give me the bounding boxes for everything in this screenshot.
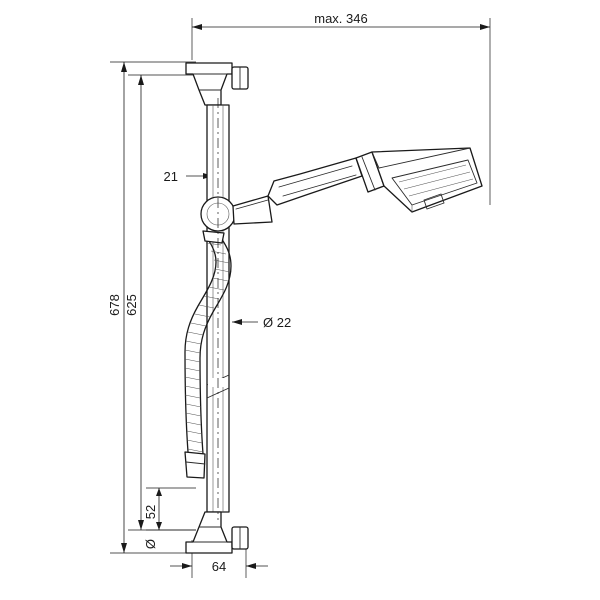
shower-hose xyxy=(184,230,232,479)
label-base-width: 64 xyxy=(212,559,226,574)
label-lower-diameter: Ø xyxy=(143,539,158,549)
upper-wall-bracket xyxy=(185,62,249,106)
label-lower-offset: 52 xyxy=(143,505,158,519)
dimension-bracket-offset: 21 xyxy=(164,169,214,205)
rail-slider-holder xyxy=(200,195,273,232)
label-rail-diameter: Ø 22 xyxy=(263,315,291,330)
dimension-total-height: 678 xyxy=(107,61,196,554)
dimension-lower-offset: 52 xyxy=(143,487,196,531)
hand-shower xyxy=(267,147,483,213)
dimension-lower-diameter-symbol: Ø xyxy=(143,539,158,549)
dimension-max-width: max. 346 xyxy=(191,11,491,205)
label-rail-height: 625 xyxy=(124,294,139,316)
label-bracket-offset: 21 xyxy=(164,169,178,184)
label-max-width: max. 346 xyxy=(314,11,367,26)
dimension-rail-diameter: Ø 22 xyxy=(232,315,291,330)
lower-wall-bracket xyxy=(185,511,249,554)
label-total-height: 678 xyxy=(107,294,122,316)
